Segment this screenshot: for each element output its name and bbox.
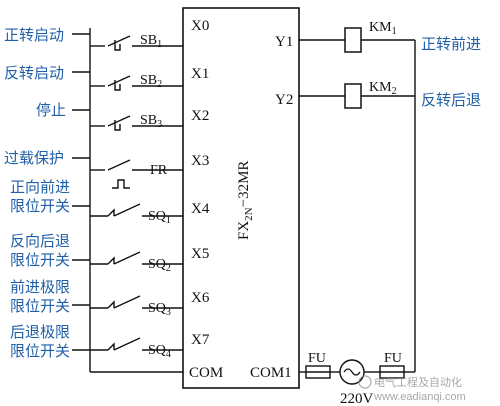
input-row-x7: 后退极限 限位开关 SQ4 X7 <box>10 324 210 360</box>
input-row-x0: 正转启动 SB1 X0 <box>4 18 209 51</box>
terminal-x2: X2 <box>191 108 209 124</box>
terminal-y2: Y2 <box>275 92 293 108</box>
input-row-x5: 反向后退 限位开关 SQ2 X5 <box>10 233 209 274</box>
output-label-y2: 反转后退 <box>421 92 481 109</box>
input-label-x1: 反转启动 <box>4 65 64 82</box>
terminal-x0: X0 <box>191 18 209 34</box>
terminal-x6: X6 <box>191 290 210 306</box>
coil-tag-km1: KM1 <box>369 20 397 37</box>
output-label-y1: 正转前进 <box>421 36 481 53</box>
input-label-x6-line2: 限位开关 <box>10 298 70 315</box>
terminal-x4: X4 <box>191 201 210 217</box>
voltage-label: 220V <box>340 391 374 406</box>
terminal-x7: X7 <box>191 332 210 348</box>
coil-km1-symbol <box>344 27 362 53</box>
plc-model-label: FX2N−32MR <box>236 161 255 240</box>
terminal-com1: COM1 <box>250 365 292 381</box>
watermark-url: www.eadianqi.com <box>373 391 466 403</box>
input-label-x7-line1: 后退极限 <box>10 324 70 341</box>
plc-box <box>182 7 300 389</box>
input-row-x4: 正向前进 限位开关 SQ1 X4 <box>10 179 210 226</box>
input-row-x2: 停止 SB3 X2 <box>36 102 209 131</box>
device-tag-sb2: SB2 <box>140 73 162 90</box>
ac-wave-icon <box>343 368 361 376</box>
terminal-x1: X1 <box>191 66 209 82</box>
device-tag-sq1: SQ1 <box>148 209 171 226</box>
input-label-x6-line1: 前进极限 <box>10 279 70 296</box>
terminal-x5: X5 <box>191 246 209 262</box>
terminal-com: COM <box>189 365 223 381</box>
input-label-x3: 过载保护 <box>4 150 64 167</box>
output-row-y1: Y1 KM1 正转前进 <box>275 20 481 53</box>
input-label-x4-line1: 正向前进 <box>10 179 70 196</box>
device-tag-sb3: SB3 <box>140 113 162 130</box>
input-label-x5-line2: 限位开关 <box>10 252 70 269</box>
terminal-y1: Y1 <box>275 34 293 50</box>
input-label-x2: 停止 <box>36 102 66 119</box>
watermark-cn: 电气工程及自动化 <box>374 375 462 389</box>
input-row-x3: 过载保护 FR X3 <box>4 150 209 189</box>
input-label-x4-line2: 限位开关 <box>10 198 70 215</box>
input-label-x7-line2: 限位开关 <box>10 343 70 360</box>
input-row-x6: 前进极限 限位开关 SQ3 X6 <box>10 279 210 318</box>
output-row-y2: Y2 KM2 反转后退 <box>275 80 481 109</box>
watermark: 电气工程及自动化 www.eadianqi.com <box>358 375 466 403</box>
input-label-x5-line1: 反向后退 <box>10 233 70 250</box>
coil-km2-symbol <box>344 83 362 109</box>
input-row-x1: 反转启动 SB2 X1 <box>4 65 209 91</box>
device-tag-fr: FR <box>150 163 168 178</box>
device-tag-sq4: SQ4 <box>148 343 171 360</box>
device-tag-sb1: SB1 <box>140 33 162 50</box>
watermark-logo-icon <box>358 375 372 389</box>
fuse-right-label: FU <box>384 351 402 366</box>
terminal-x3: X3 <box>191 153 209 169</box>
device-tag-sq3: SQ3 <box>148 301 171 318</box>
coil-tag-km2: KM2 <box>369 80 397 97</box>
input-label-x0: 正转启动 <box>4 27 64 44</box>
fuse-left-label: FU <box>308 351 326 366</box>
device-tag-sq2: SQ2 <box>148 257 171 274</box>
